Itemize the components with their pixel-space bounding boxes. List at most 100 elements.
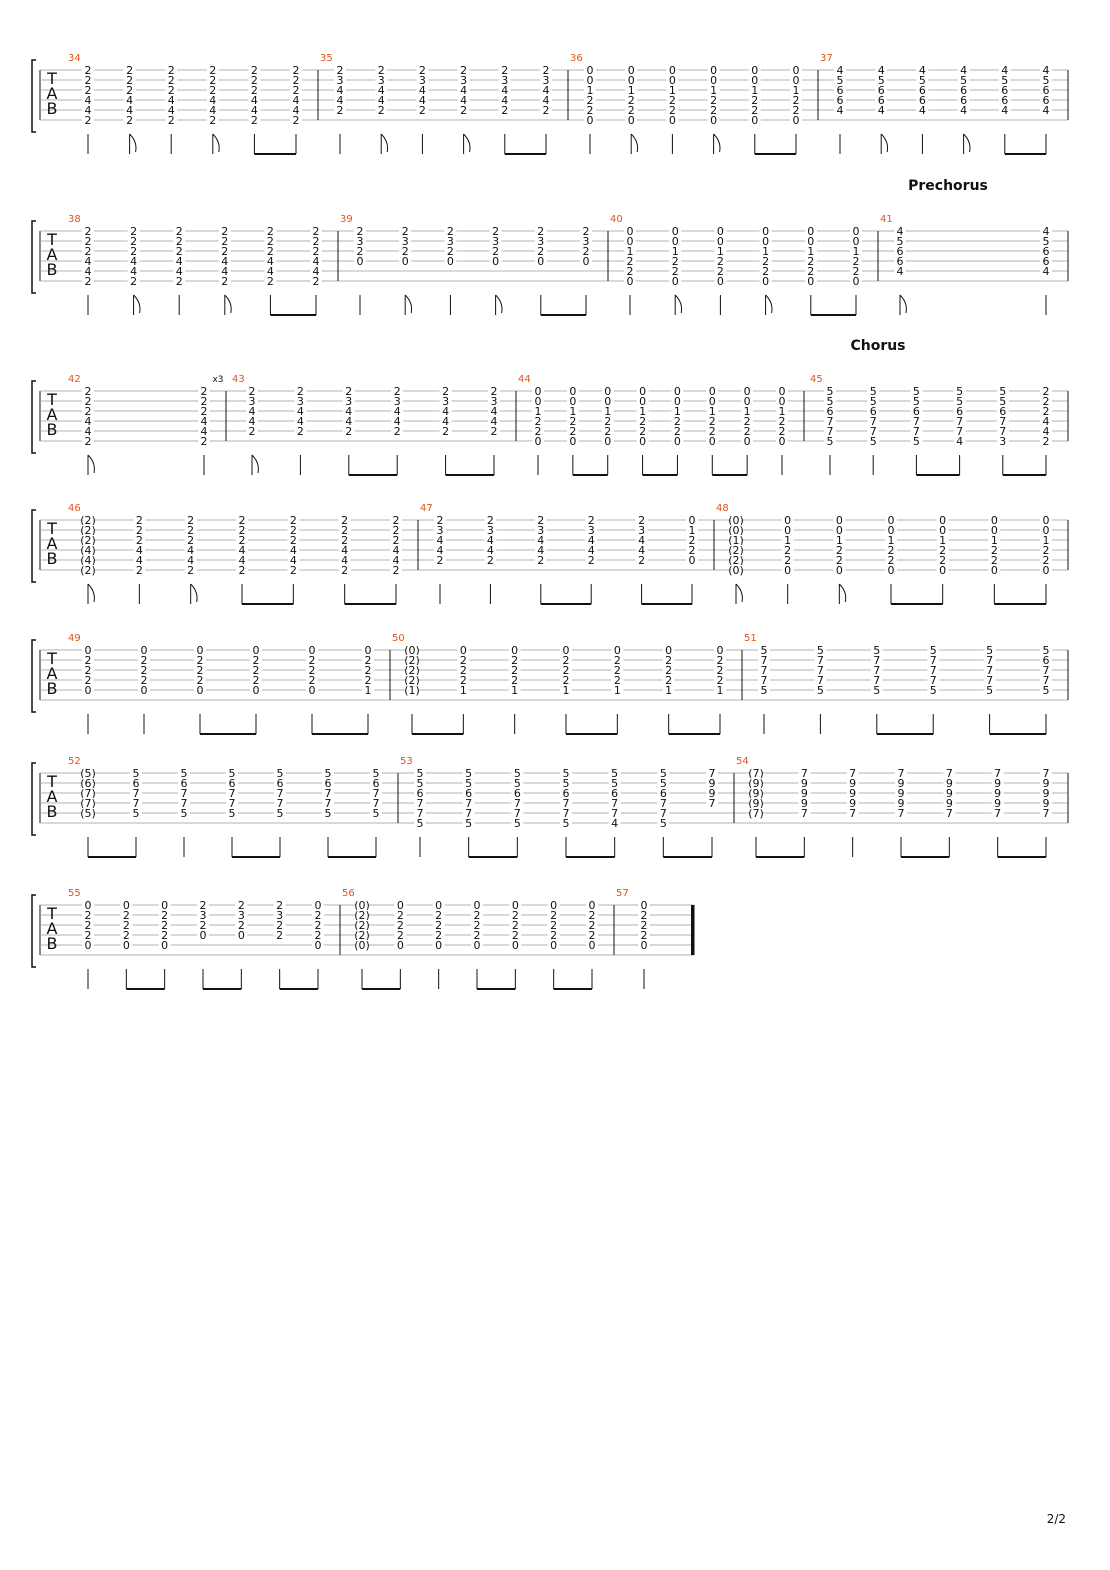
fret-number: 2 <box>638 554 645 567</box>
fret-mask <box>489 256 502 266</box>
fret-mask <box>342 426 355 436</box>
fret-mask <box>804 246 817 256</box>
fret-number: 2 <box>394 425 401 438</box>
fret-number: 5 <box>956 385 963 398</box>
fret-number: 2 <box>126 114 133 127</box>
fret-number: 2 <box>168 114 175 127</box>
fret-number: 4 <box>251 104 258 117</box>
fret-number: 6 <box>1043 245 1050 258</box>
fret-number: 2 <box>512 929 519 942</box>
fret-mask <box>991 798 1004 808</box>
fret-mask <box>996 436 1009 446</box>
fret-mask <box>758 675 770 685</box>
eighth-flag <box>630 133 639 153</box>
fret-number: 2 <box>85 64 92 77</box>
fret-number: 4 <box>345 415 352 428</box>
fret-number: 1 <box>627 245 634 258</box>
fret-number: 4 <box>394 415 401 428</box>
fret-number: 0 <box>793 64 800 77</box>
fret-mask <box>586 940 598 950</box>
fret-mask <box>846 798 859 808</box>
fret-mask <box>706 798 718 808</box>
fret-mask <box>82 555 94 565</box>
fret-mask <box>264 226 277 236</box>
fret-mask <box>671 386 684 396</box>
fret-mask <box>82 665 94 675</box>
fret-number: 2 <box>1043 395 1050 408</box>
fret-number: 0 <box>435 899 442 912</box>
fret-mask <box>488 416 500 426</box>
fret-mask <box>178 768 190 778</box>
fret-number: 2 <box>628 94 635 107</box>
fret-mask <box>322 798 334 808</box>
fret-mask <box>290 65 302 75</box>
fret-number: 4 <box>341 544 348 557</box>
fret-mask <box>1040 675 1052 685</box>
fret-number: 2 <box>141 664 148 677</box>
fret-number: 2 <box>168 84 175 97</box>
fret-number: 7 <box>373 787 380 800</box>
fret-number: 4 <box>378 94 385 107</box>
fret-mask <box>988 535 1001 545</box>
eighth-flag <box>212 133 220 153</box>
fret-number: 7 <box>873 664 880 677</box>
fret-number: 3 <box>543 74 550 87</box>
fret-number: 3 <box>402 235 409 248</box>
fret-mask <box>434 555 446 565</box>
fret-number: 2 <box>583 245 590 258</box>
fret-mask <box>1040 236 1052 246</box>
fret-number: 4 <box>176 265 183 278</box>
fret-mask <box>759 256 772 266</box>
fret-number: (9) <box>748 797 764 810</box>
fret-mask <box>391 426 404 436</box>
fret-number: 4 <box>337 84 344 97</box>
fret-mask <box>178 808 190 818</box>
fret-mask <box>508 655 521 665</box>
fret-number: 1 <box>614 684 621 697</box>
fret-number: 4 <box>491 405 498 418</box>
fret-number: 2 <box>251 114 258 127</box>
fret-number: 2 <box>939 554 946 567</box>
eighth-flag <box>87 583 95 603</box>
fret-mask <box>414 768 426 778</box>
fret-mask <box>310 246 322 256</box>
fret-mask <box>750 768 762 778</box>
fret-number: 2 <box>85 114 92 127</box>
fret-number: 2 <box>85 84 92 97</box>
fret-number: 7 <box>849 767 856 780</box>
eighth-flag <box>133 294 141 314</box>
fret-number: 2 <box>201 405 208 418</box>
fret-number: 0 <box>1043 514 1050 527</box>
fret-mask <box>370 788 382 798</box>
fret-mask <box>927 665 940 675</box>
fret-mask <box>850 266 862 276</box>
fret-number: 7 <box>709 767 716 780</box>
fret-number: 2 <box>123 909 130 922</box>
fret-number: 0 <box>589 939 596 952</box>
fret-number: 9 <box>709 787 716 800</box>
fret-mask <box>82 655 94 665</box>
fret-number: 2 <box>136 514 143 527</box>
fret-mask <box>123 105 136 115</box>
fret-mask <box>996 406 1009 416</box>
fret-mask <box>666 75 679 85</box>
fret-number: 7 <box>611 807 618 820</box>
fret-mask <box>274 808 286 818</box>
fret-mask <box>184 555 197 565</box>
fret-mask <box>274 768 286 778</box>
fret-mask <box>707 75 720 85</box>
fret-number: 2 <box>435 909 442 922</box>
fret-mask <box>814 685 827 695</box>
tab-system: TAB550222002220022202320232023220222056(… <box>31 888 695 990</box>
fret-number: 2 <box>253 654 260 667</box>
fret-mask <box>158 930 171 940</box>
fret-number: 2 <box>239 514 246 527</box>
fret-number: 1 <box>717 684 724 697</box>
fret-number: 0 <box>397 939 404 952</box>
fret-number: 7 <box>325 797 332 810</box>
fret-mask <box>334 105 346 115</box>
fret-number: 5 <box>986 644 993 657</box>
fret-mask <box>601 436 614 446</box>
fret-mask <box>356 940 368 950</box>
fret-mask <box>184 515 197 525</box>
